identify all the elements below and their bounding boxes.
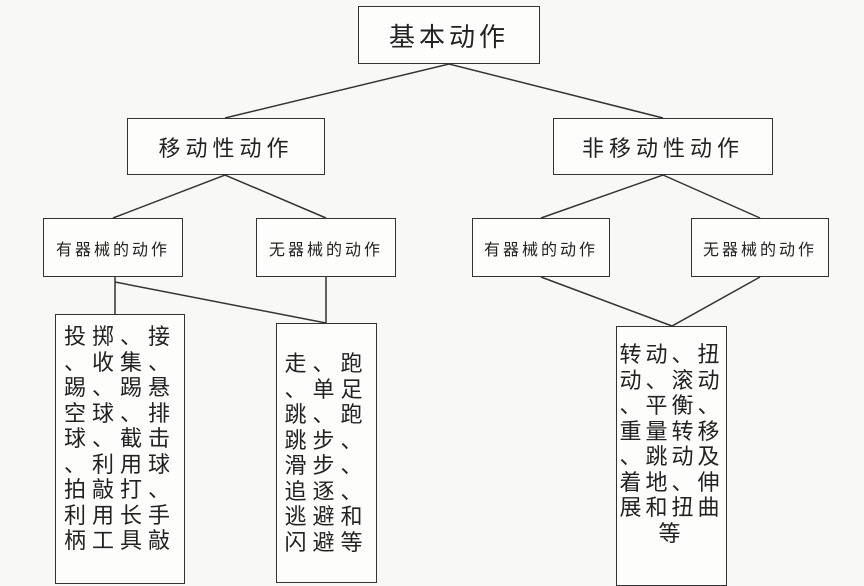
detail-line: 追逐、: [284, 479, 369, 505]
connector-nonloco-detail: [540, 276, 761, 327]
detail-line: 拍敲打、: [63, 478, 176, 503]
detail-line: 转动、扭: [619, 343, 724, 368]
detail-line: 利用长手: [63, 503, 176, 529]
detail-line: 等: [658, 521, 685, 547]
connector-equip-to-noequip: [114, 281, 327, 324]
non-locomotor-node: 非移动性动作: [553, 118, 773, 175]
detail-line: 展和扭曲: [619, 496, 724, 521]
detail-line: 柄工具敲: [63, 529, 176, 554]
detail-line: 、平衡、: [619, 394, 724, 419]
node-label: 有器械的动作: [483, 239, 598, 259]
detail-line: 、收集、: [63, 350, 176, 376]
detail-line: 、利用球: [63, 452, 176, 478]
root-label: 基本动作: [388, 22, 509, 53]
non-locomotor-equipment-node: 有器械的动作: [472, 218, 610, 277]
detail-line: 、单足: [284, 377, 369, 403]
locomotor-label: 移动性动作: [158, 136, 294, 162]
connector-locomotor: [112, 174, 327, 219]
locomotor-no-equipment-node: 无器械的动作: [256, 218, 396, 277]
detail-line: 跳、跑: [284, 403, 369, 428]
detail-line: 踢、踢悬: [63, 376, 176, 401]
root-node: 基本动作: [358, 6, 540, 64]
detail-line: 重量转移: [619, 419, 724, 445]
locomotor-equipment-detail: 投掷、接、收集、踢、踢悬空球、排球、截击、利用球拍敲打、利用长手柄工具敲: [55, 314, 185, 584]
node-label: 无器械的动作: [702, 239, 817, 259]
detail-line: 动、滚动: [619, 368, 724, 394]
detail-line: 、跳动及: [619, 445, 724, 470]
connector-non-locomotor: [540, 174, 761, 219]
detail-line: 跳步、: [284, 428, 369, 454]
detail-line: 滑步、: [284, 454, 369, 479]
non-locomotor-label: 非移动性动作: [581, 136, 744, 162]
non-locomotor-no-equipment-node: 无器械的动作: [691, 218, 829, 277]
locomotor-node: 移动性动作: [127, 118, 325, 175]
non-locomotor-detail: 转动、扭动、滚动、平衡、重量转移、跳动及着地、伸展和扭曲等: [616, 326, 727, 586]
node-label: 无器械的动作: [268, 239, 383, 259]
detail-text: 投掷、接、收集、踢、踢悬空球、排球、截击、利用球拍敲打、利用长手柄工具敲: [64, 325, 176, 555]
detail-text: 走、跑、单足跳、跑跳步、滑步、追逐、逃避和闪避等: [284, 352, 368, 556]
detail-text: 转动、扭动、滚动、平衡、重量转移、跳动及着地、伸展和扭曲等: [619, 343, 723, 547]
locomotor-equipment-node: 有器械的动作: [43, 218, 183, 277]
detail-line: 投掷、接: [63, 325, 176, 350]
detail-line: 闪避等: [284, 530, 369, 556]
detail-line: 着地、伸: [619, 470, 724, 496]
detail-line: 逃避和: [284, 505, 369, 530]
locomotor-no-equipment-detail: 走、跑、单足跳、跑跳步、滑步、追逐、逃避和闪避等: [276, 323, 377, 583]
connector-root: [224, 63, 664, 119]
detail-line: 空球、排: [63, 401, 176, 427]
connector-lines: [112, 63, 761, 327]
detail-line: 球、截击: [63, 427, 176, 452]
detail-line: 走、跑: [284, 352, 369, 377]
node-label: 有器械的动作: [55, 239, 170, 259]
